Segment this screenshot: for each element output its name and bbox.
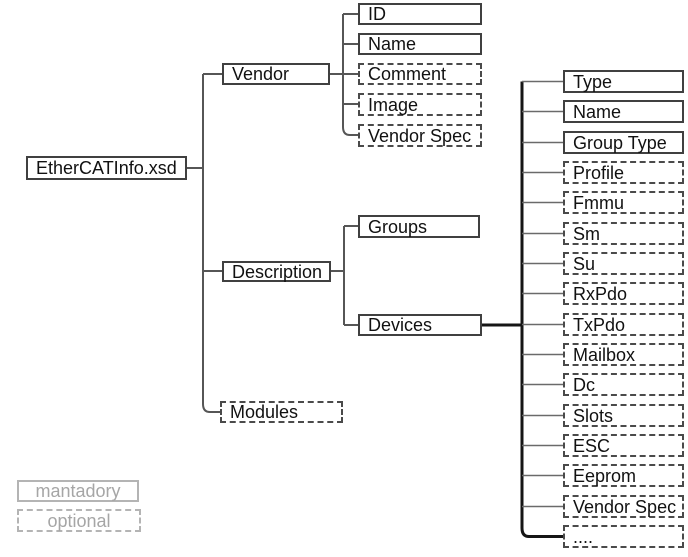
node-groups: Groups (358, 215, 480, 238)
node-rxpdo: RxPdo (563, 282, 684, 305)
node-comment: Comment (358, 63, 482, 85)
node-ellipsis: .... (563, 525, 684, 548)
node-type: Type (563, 70, 684, 93)
node-sm: Sm (563, 222, 684, 245)
node-su: Su (563, 252, 684, 275)
node-description: Description (222, 261, 331, 282)
node-dc: Dc (563, 373, 684, 396)
connector-vendor-spine (342, 14, 358, 136)
node-esc: ESC (563, 434, 684, 457)
node-profile: Profile (563, 161, 684, 184)
node-group-type: Group Type (563, 131, 684, 154)
legend-optional: optional (17, 509, 141, 532)
node-fmmu: Fmmu (563, 191, 684, 214)
node-vendor-vendor-spec: Vendor Spec (358, 124, 482, 147)
node-txpdo: TxPdo (563, 313, 684, 336)
node-ethercatinfo-xsd: EtherCATInfo.xsd (26, 156, 187, 180)
node-modules: Modules (220, 401, 343, 423)
node-vendor-name: Name (358, 33, 482, 55)
node-eeprom: Eeprom (563, 464, 684, 487)
node-id: ID (358, 3, 482, 25)
node-image: Image (358, 93, 482, 116)
node-device-name: Name (563, 100, 684, 123)
legend-mandatory: mantadory (17, 480, 139, 502)
node-mailbox: Mailbox (563, 343, 684, 366)
node-devices: Devices (358, 314, 482, 336)
node-slots: Slots (563, 404, 684, 427)
connector-level1-spine (202, 74, 220, 413)
connector-devices-spine (520, 81, 563, 538)
node-vendor: Vendor (222, 63, 330, 85)
node-device-vendor-spec: Vendor Spec (563, 495, 684, 518)
